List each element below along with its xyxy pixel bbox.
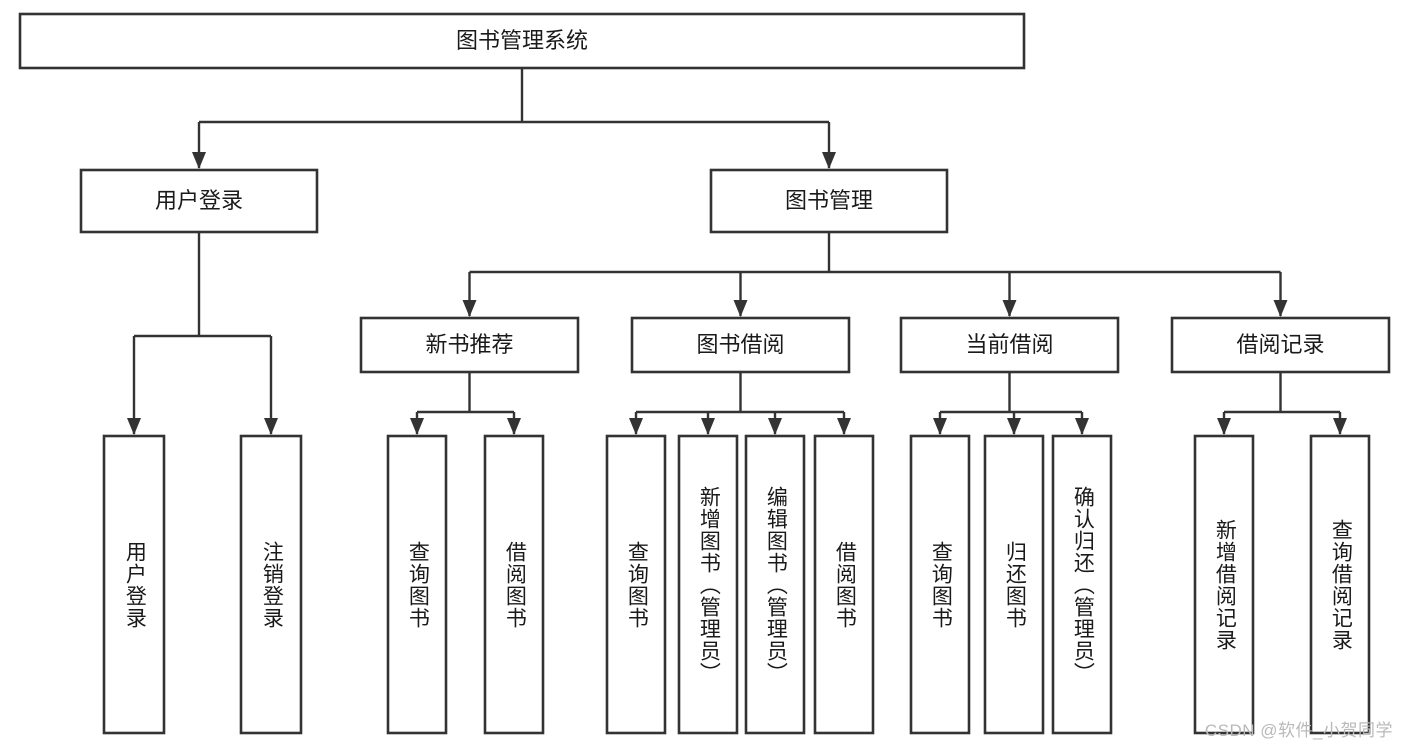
node-leaf-query-record[interactable] (1309, 434, 1371, 735)
arrow-head-icon (462, 300, 477, 317)
arrow-head-icon (1217, 418, 1231, 435)
csdn-watermark: CSDN @软件_小贺同学 (1204, 721, 1393, 740)
arrow-head-icon (127, 418, 141, 435)
node-leaf-add-book[interactable] (677, 434, 739, 735)
node-current-borrow-label: 当前借阅 (965, 332, 1053, 357)
node-leaf-user-logout[interactable] (239, 434, 303, 735)
arrow-head-icon (701, 418, 715, 435)
arrow-head-icon (1333, 418, 1347, 435)
arrow-head-icon (1007, 418, 1021, 435)
arrow-head-icon (264, 418, 278, 435)
node-leaf-return-book[interactable] (983, 434, 1045, 735)
node-root-label: 图书管理系统 (456, 28, 588, 53)
node-new-book-rec-label: 新书推荐 (425, 332, 513, 357)
arrow-head-icon (822, 152, 836, 169)
node-book-manage-label: 图书管理 (785, 188, 873, 213)
node-leaf-add-record[interactable] (1193, 434, 1255, 735)
node-book-borrow[interactable] (630, 316, 851, 374)
node-leaf-user-login[interactable] (102, 434, 166, 735)
node-current-borrow[interactable] (899, 316, 1120, 374)
node-borrow-record[interactable] (1170, 316, 1391, 374)
node-leaf-query-book-1[interactable] (386, 434, 448, 735)
arrow-head-icon (768, 418, 782, 435)
arrow-head-icon (629, 418, 643, 435)
node-root[interactable] (18, 12, 1026, 70)
arrow-head-icon (410, 418, 424, 435)
arrow-head-icon (933, 418, 947, 435)
node-borrow-record-label: 借阅记录 (1236, 332, 1324, 357)
arrow-head-icon (507, 418, 521, 435)
node-user-login-label: 用户登录 (155, 188, 243, 213)
node-leaf-borrow-book-2[interactable] (813, 434, 875, 735)
node-leaf-query-book-2[interactable] (605, 434, 667, 735)
arrow-head-icon (1002, 300, 1017, 317)
node-leaf-borrow-book-1[interactable] (483, 434, 545, 735)
arrow-head-icon (837, 418, 851, 435)
node-leaf-edit-book[interactable] (744, 434, 806, 735)
arrow-head-icon (733, 300, 748, 317)
arrow-head-icon (192, 152, 206, 169)
node-boxes (18, 12, 1391, 735)
node-user-login[interactable] (79, 168, 319, 234)
arrow-head-icon (1075, 418, 1089, 435)
node-new-book-rec[interactable] (359, 316, 580, 374)
node-leaf-confirm-return[interactable] (1051, 434, 1113, 735)
connector-lines (127, 68, 1347, 435)
arrow-head-icon (1273, 300, 1288, 317)
node-book-manage[interactable] (709, 168, 949, 234)
node-leaf-query-book-3[interactable] (909, 434, 971, 735)
node-book-borrow-label: 图书借阅 (696, 332, 784, 357)
